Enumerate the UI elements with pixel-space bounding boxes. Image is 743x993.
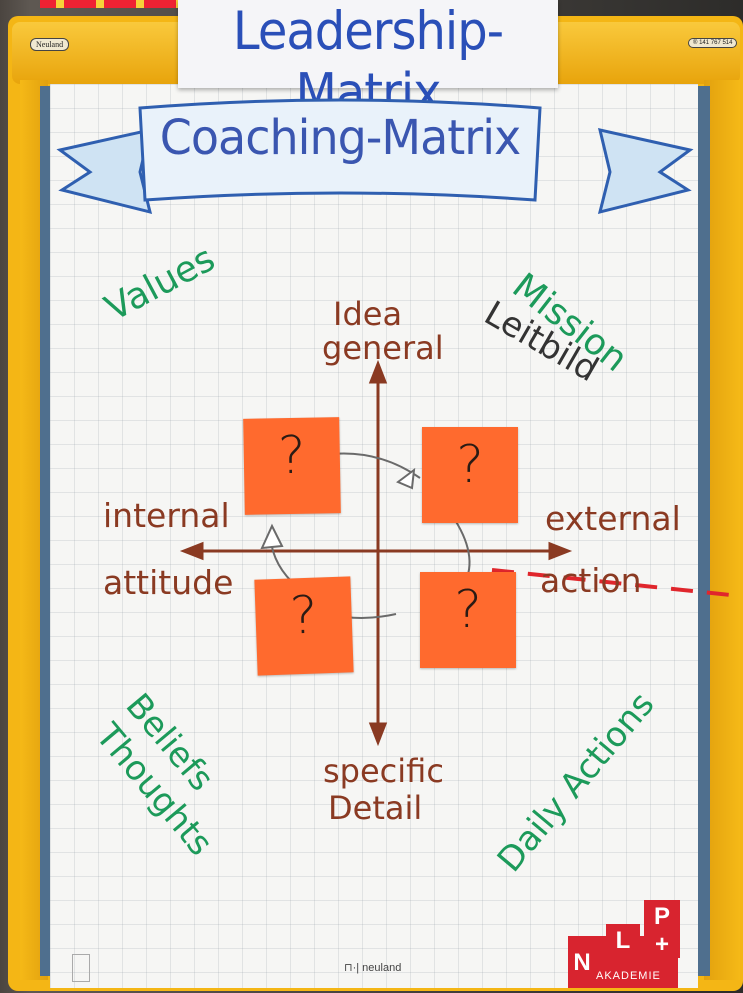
easel-reg-plate: ® 141 767 514: [688, 38, 738, 48]
cycle-arrows: [260, 452, 471, 619]
horizontal-axis: [179, 541, 573, 561]
axis-left-label-1: internal: [103, 496, 230, 535]
sticky-note-top-right: ?: [422, 427, 518, 523]
axis-top-label-2: general: [322, 329, 444, 367]
sticky-note-bottom-left: ?: [254, 576, 354, 676]
nlp-akademie-logo: L P + N AKADEMIE: [568, 900, 684, 988]
question-mark: ?: [454, 580, 482, 640]
sticky-note-top-left: ?: [243, 417, 341, 515]
easel-right-rail: [696, 86, 710, 976]
axis-right-label-2: action: [540, 561, 642, 600]
title-card: [178, 0, 558, 88]
neuland-logo-icon: ⊓·|: [344, 962, 360, 974]
question-mark: ?: [277, 425, 307, 487]
logo-letter-p: P: [644, 900, 680, 934]
paper-brand-text: neuland: [362, 962, 402, 974]
easel-brand-plate: Neuland: [30, 38, 70, 51]
sticky-note-bottom-right: ?: [420, 572, 516, 668]
axis-bottom-label-1: specific: [323, 752, 444, 790]
question-mark: ?: [456, 435, 484, 495]
question-mark: ?: [288, 585, 319, 647]
axis-left-label-2: attitude: [103, 563, 234, 602]
logo-text: AKADEMIE: [596, 970, 661, 982]
banner-title: Coaching-Matrix: [159, 108, 521, 166]
logo-letter-n: N: [573, 949, 591, 976]
paper-corner-mark: [72, 954, 90, 982]
logo-plus: +: [644, 932, 680, 958]
vertical-axis: [368, 359, 388, 747]
axis-bottom-label-2: Detail: [328, 789, 423, 827]
dashed-marker-line: [491, 568, 741, 598]
reg-number: 141 767 514: [699, 40, 733, 46]
easel-left-rail: [40, 86, 52, 976]
easel-right-post: [704, 80, 740, 980]
logo-letter-l: L: [606, 924, 640, 958]
flipchart-paper: [50, 84, 698, 988]
axis-right-label-1: external: [545, 499, 681, 538]
ribbon-banner: [56, 98, 694, 215]
paper-brand: ⊓·| neuland: [344, 961, 401, 974]
axis-top-label-1: Idea: [333, 295, 403, 333]
